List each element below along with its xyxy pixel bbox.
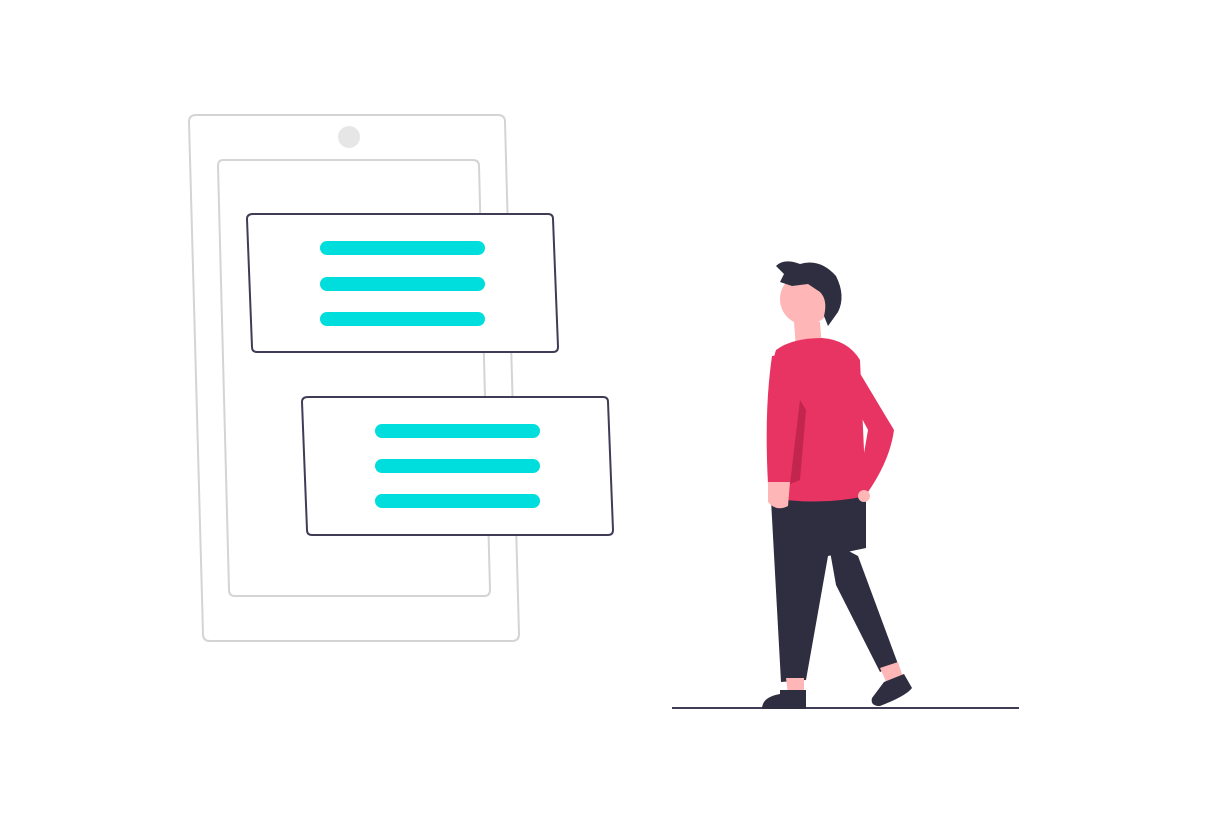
text-line — [375, 459, 540, 473]
person-leg-front — [771, 488, 866, 682]
person-hand-front — [768, 482, 790, 509]
person-arm-back — [846, 360, 894, 492]
message-card-top — [245, 213, 560, 353]
text-line — [320, 312, 485, 326]
person-arm-front — [766, 355, 800, 484]
person-icon — [762, 261, 912, 709]
phone-screen — [216, 159, 492, 597]
person-hand-back — [858, 490, 870, 502]
smartphone-icon — [187, 114, 521, 642]
text-line — [375, 494, 540, 508]
text-line — [320, 277, 485, 291]
message-card-bottom — [300, 396, 615, 536]
text-line — [320, 241, 485, 255]
person-leg-back — [828, 540, 898, 672]
person-shirt-fold — [790, 400, 806, 484]
person-shoe-back — [871, 674, 912, 706]
person-hair — [776, 261, 842, 326]
text-line — [375, 424, 540, 438]
person-shoe-front — [762, 690, 806, 709]
phone-camera — [338, 126, 360, 148]
